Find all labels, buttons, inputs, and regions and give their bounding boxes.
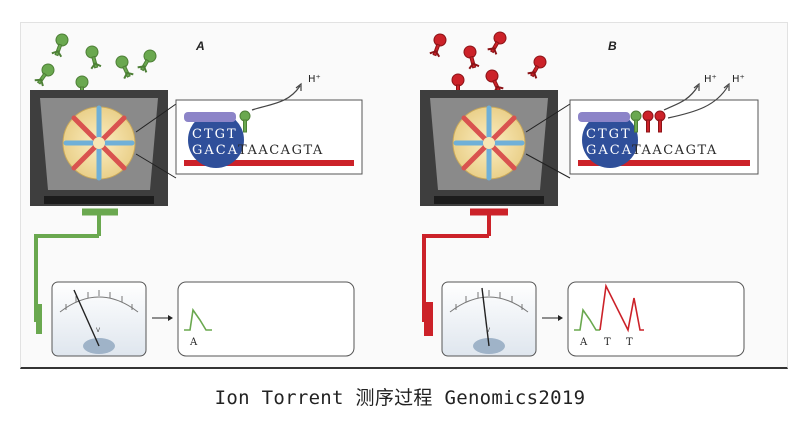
proton-label: H⁺ — [704, 74, 717, 85]
proton-label: H⁺ — [308, 74, 321, 85]
panel-b-arrow-icon — [542, 315, 563, 321]
nucleotide-icon — [115, 55, 134, 80]
nucleotide-icon — [487, 31, 507, 55]
panel-b-meter: V — [441, 281, 537, 357]
trace-base-label: A — [189, 337, 198, 348]
nucleotide-icon — [51, 33, 69, 58]
panel-a-arrow-icon — [152, 315, 173, 321]
panel-a-label: A — [195, 39, 205, 53]
trace-base-label: T — [626, 337, 633, 348]
nucleotide-icon — [527, 55, 547, 79]
panel-b: B — [420, 31, 759, 357]
panel-b-trace: A T T — [567, 281, 745, 357]
panel-b-zoom: CTGT GACA TAACAGTA H⁺ H⁺ — [569, 74, 759, 175]
nucleotide-icon — [85, 45, 102, 70]
incorporated-nucleotide-icon — [239, 110, 251, 133]
template-top-seq: CTGT — [586, 127, 632, 142]
panel-b-nucleotides — [429, 31, 547, 97]
trace-base-label: T — [604, 337, 611, 348]
template-bottom-seq: GACA — [586, 143, 633, 158]
incorporated-nucleotide-icon — [630, 110, 642, 133]
trace-base-label: A — [579, 337, 588, 348]
panel-a-meter: V — [51, 281, 147, 357]
nucleotide-icon — [137, 49, 157, 73]
panel-a: A — [30, 33, 363, 357]
nucleotide-icon — [34, 63, 55, 87]
nucleotide-icon — [485, 69, 504, 94]
template-top-seq: CTGT — [192, 127, 238, 142]
panel-a-zoom: CTGT GACA TAACAGTA H⁺ — [175, 74, 363, 175]
svg-text:V: V — [96, 327, 101, 334]
panel-a-trace: A — [177, 281, 355, 357]
nucleotide-icon — [429, 33, 447, 58]
panel-b-label: B — [608, 39, 617, 53]
panel-a-nucleotides — [34, 33, 157, 99]
panel-b-chip — [420, 90, 571, 206]
template-tail-seq: TAACAGTA — [632, 143, 718, 158]
template-bottom-seq: GACA — [192, 143, 239, 158]
panel-a-wire — [34, 208, 118, 334]
panel-a-chip — [30, 90, 177, 206]
incorporated-nucleotide-icon — [642, 110, 666, 133]
figure-caption: Ion Torrent 测序过程 Genomics2019 — [214, 387, 586, 409]
nucleotide-icon — [463, 45, 480, 70]
template-tail-seq: TAACAGTA — [238, 143, 324, 158]
proton-label: H⁺ — [732, 74, 745, 85]
svg-text:V: V — [486, 327, 491, 334]
panel-b-wire — [422, 208, 508, 336]
